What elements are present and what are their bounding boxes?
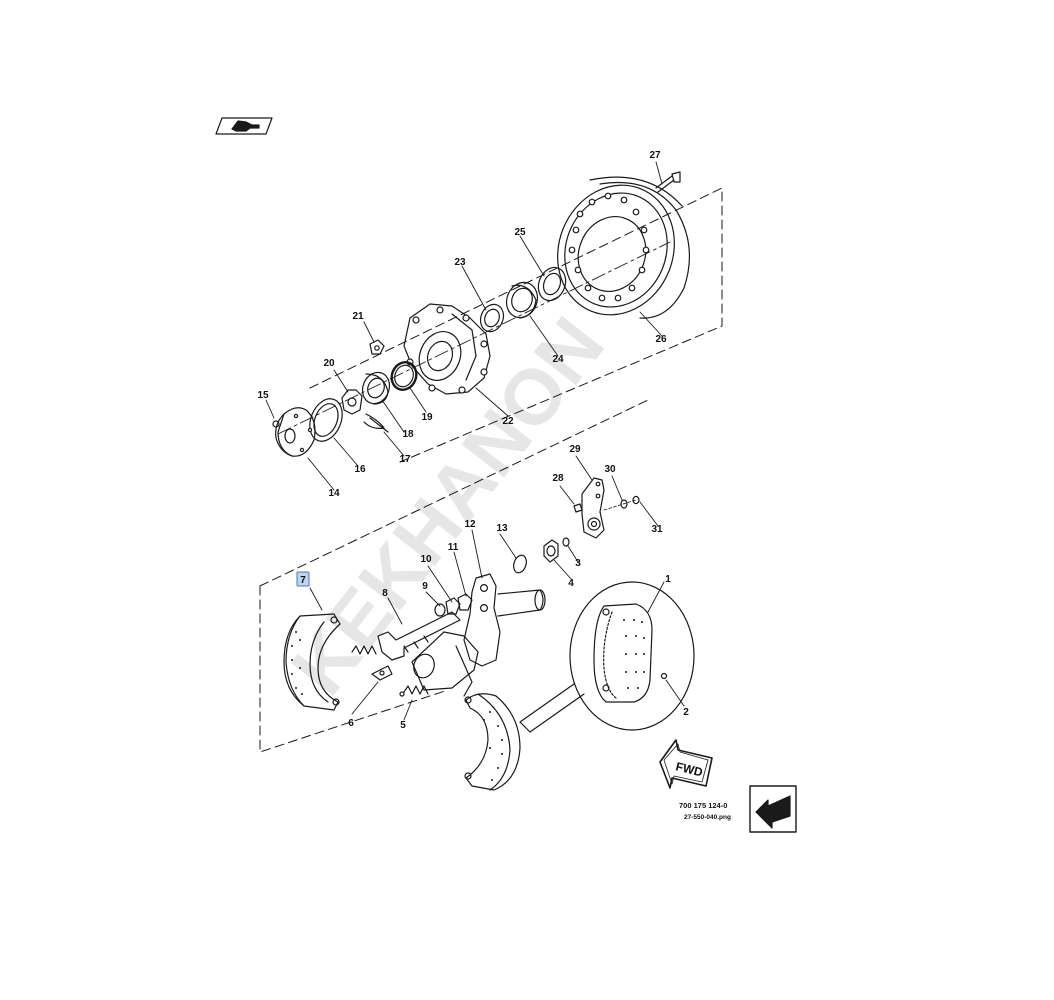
brake-camshaft	[377, 611, 461, 661]
brake-drum	[557, 176, 691, 319]
anchor-plate	[351, 645, 393, 681]
bearing-cone	[479, 303, 505, 333]
spindle-nut	[341, 389, 363, 415]
hub-centerline	[277, 241, 671, 435]
callout-31: 31	[651, 524, 663, 535]
callout-28: 28	[552, 473, 564, 484]
arrow-icon	[749, 785, 797, 833]
oil-seal	[537, 266, 567, 302]
camshaft-bushing	[543, 539, 559, 563]
spacer-washer	[562, 537, 570, 547]
callout-25: 25	[514, 227, 526, 238]
return-spring	[399, 685, 429, 697]
fwd-arrow-icon	[659, 739, 713, 789]
callout-2: 2	[683, 707, 689, 718]
hub-nut	[369, 339, 385, 355]
adjuster-washer	[620, 499, 628, 509]
fwd-label: FWD	[674, 759, 704, 779]
callout-15: 15	[257, 390, 269, 401]
spindle-ring	[390, 361, 418, 391]
callout-7: 7	[300, 575, 306, 586]
callout-6: 6	[348, 718, 354, 729]
anchor-spider	[411, 631, 479, 697]
callout-9: 9	[422, 581, 428, 592]
file-name: 27-550-040.png	[684, 814, 731, 821]
callout-10: 10	[420, 554, 432, 565]
brake-shoe-left	[283, 613, 341, 711]
hand-pointer-icon	[215, 117, 273, 135]
figure-number: 700 175 124-0	[679, 801, 727, 810]
hub-assembly-frame	[309, 187, 723, 463]
callout-8: 8	[382, 588, 388, 599]
callout-1: 1	[665, 574, 671, 585]
snap-ring	[513, 554, 527, 574]
callout-16: 16	[354, 464, 366, 475]
callout-21: 21	[352, 311, 364, 322]
callout-30: 30	[604, 464, 616, 475]
wheel-hub	[403, 303, 491, 395]
callout-5: 5	[400, 720, 406, 731]
callout-11: 11	[448, 542, 459, 553]
hubcap-gasket	[309, 398, 343, 442]
brake-shoe-right	[464, 693, 521, 791]
inner-bearing	[361, 371, 391, 405]
callout-27: 27	[649, 150, 661, 161]
callout-26: 26	[655, 334, 667, 345]
hubcap-screw	[272, 420, 280, 428]
brake-assembly-frame	[259, 399, 649, 753]
callout-20: 20	[323, 358, 335, 369]
callout-23: 23	[454, 257, 466, 268]
camshaft-washers	[434, 593, 473, 617]
callout-18: 18	[402, 429, 414, 440]
adjuster-pin	[603, 495, 640, 511]
drum-stud	[655, 171, 681, 193]
callout-22: 22	[502, 416, 514, 427]
highlight-box-7	[296, 571, 310, 587]
callout-17: 17	[399, 454, 411, 465]
callout-4: 4	[568, 578, 574, 589]
callout-3: 3	[575, 558, 581, 569]
bearing-cup	[505, 281, 539, 319]
callout-19: 19	[421, 412, 433, 423]
callout-29: 29	[569, 444, 581, 455]
callout-12: 12	[464, 519, 476, 530]
slack-adjuster	[581, 477, 605, 539]
callout-14: 14	[328, 488, 340, 499]
callout-13: 13	[496, 523, 508, 534]
camshaft-bracket	[463, 573, 546, 667]
callout-24: 24	[552, 354, 564, 365]
hubcap	[275, 407, 316, 457]
lock-wire	[363, 413, 389, 433]
detail-circle	[519, 581, 695, 733]
leader-lines	[265, 161, 685, 721]
grease-fitting	[573, 503, 583, 513]
